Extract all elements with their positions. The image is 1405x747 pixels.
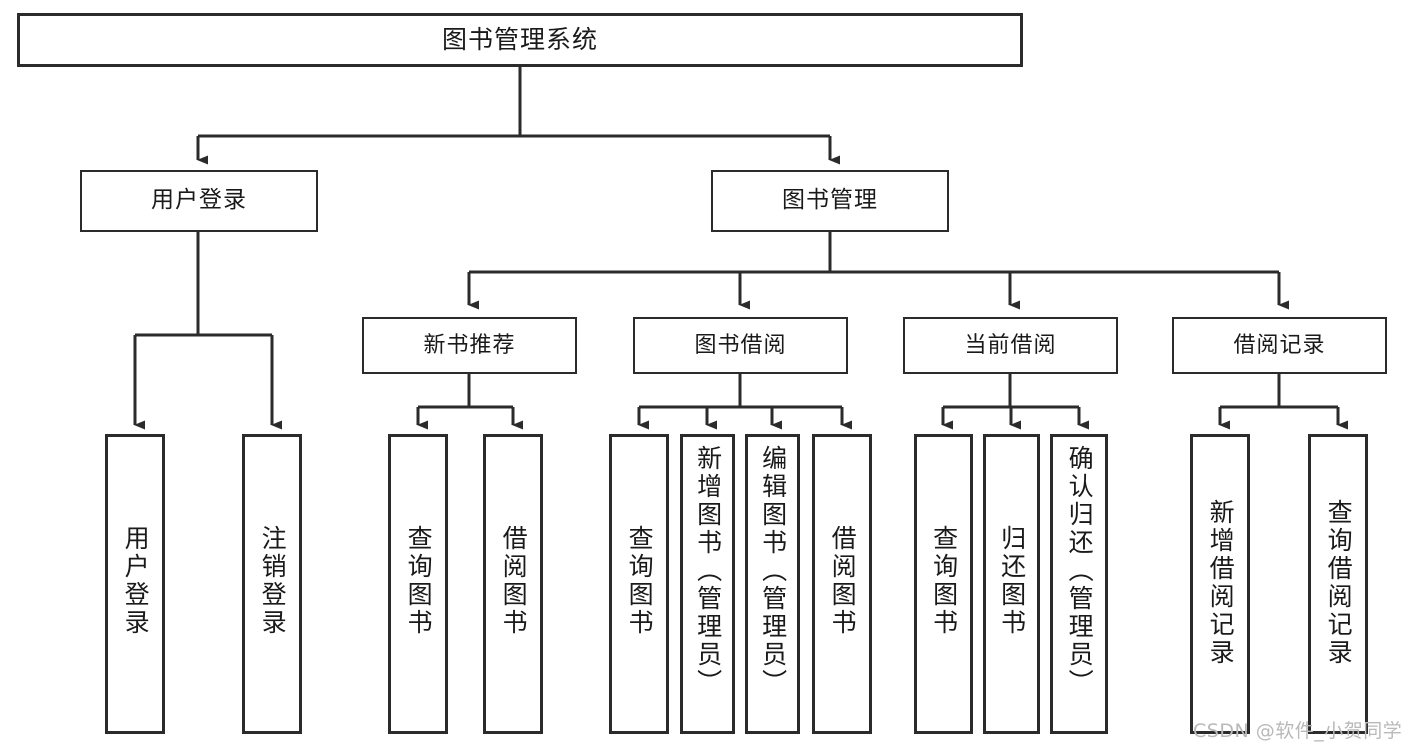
node-label: 用户登录 xyxy=(151,187,247,214)
node-label: 查询图书 xyxy=(625,525,655,637)
leaf-borrow-add-book-admin[interactable]: 新增图书（管理员） xyxy=(680,434,735,734)
node-book-management[interactable]: 图书管理 xyxy=(711,170,949,232)
node-label: 图书借阅 xyxy=(694,332,787,358)
leaf-recommend-borrow-book[interactable]: 借阅图书 xyxy=(483,434,543,734)
node-label: 注销登录 xyxy=(258,525,288,637)
node-label: 查询图书 xyxy=(404,525,434,637)
leaf-record-query-borrow-record[interactable]: 查询借阅记录 xyxy=(1308,434,1368,734)
node-label: 新书推荐 xyxy=(423,332,516,358)
leaf-record-add-borrow-record[interactable]: 新增借阅记录 xyxy=(1190,434,1250,734)
node-current-borrow[interactable]: 当前借阅 xyxy=(903,317,1118,374)
node-label: 确认归还（管理员） xyxy=(1065,445,1095,697)
leaf-current-confirm-return-admin[interactable]: 确认归还（管理员） xyxy=(1050,434,1108,734)
node-label: 新增图书（管理员） xyxy=(693,445,723,697)
leaf-borrow-edit-book-admin[interactable]: 编辑图书（管理员） xyxy=(745,434,800,734)
leaf-user-logout[interactable]: 注销登录 xyxy=(242,434,302,734)
leaf-recommend-query-book[interactable]: 查询图书 xyxy=(388,434,448,734)
leaf-user-login[interactable]: 用户登录 xyxy=(105,434,165,734)
leaf-current-return-book[interactable]: 归还图书 xyxy=(983,434,1040,734)
leaf-borrow-query-book[interactable]: 查询图书 xyxy=(609,434,669,734)
node-label: 借阅记录 xyxy=(1233,332,1326,358)
node-label: 编辑图书（管理员） xyxy=(758,445,788,697)
node-book-borrow[interactable]: 图书借阅 xyxy=(633,317,848,374)
node-user-login[interactable]: 用户登录 xyxy=(80,170,318,232)
node-label: 查询借阅记录 xyxy=(1324,499,1354,667)
node-label: 借阅图书 xyxy=(828,525,858,637)
leaf-current-query-book[interactable]: 查询图书 xyxy=(914,434,973,734)
node-root-system[interactable]: 图书管理系统 xyxy=(17,13,1023,67)
node-label: 新增借阅记录 xyxy=(1206,499,1236,667)
node-label: 用户登录 xyxy=(121,525,151,637)
node-label: 归还图书 xyxy=(997,525,1027,637)
node-label: 图书管理系统 xyxy=(441,25,598,55)
csdn-watermark: CSDN @软件_小贺同学 xyxy=(1193,720,1403,742)
node-label: 图书管理 xyxy=(782,187,878,214)
leaf-borrow-borrow-book[interactable]: 借阅图书 xyxy=(812,434,872,734)
node-label: 查询图书 xyxy=(929,525,959,637)
node-new-book-recommend[interactable]: 新书推荐 xyxy=(362,317,577,374)
node-borrow-record[interactable]: 借阅记录 xyxy=(1172,317,1387,374)
node-label: 当前借阅 xyxy=(964,332,1057,358)
node-label: 借阅图书 xyxy=(499,525,529,637)
